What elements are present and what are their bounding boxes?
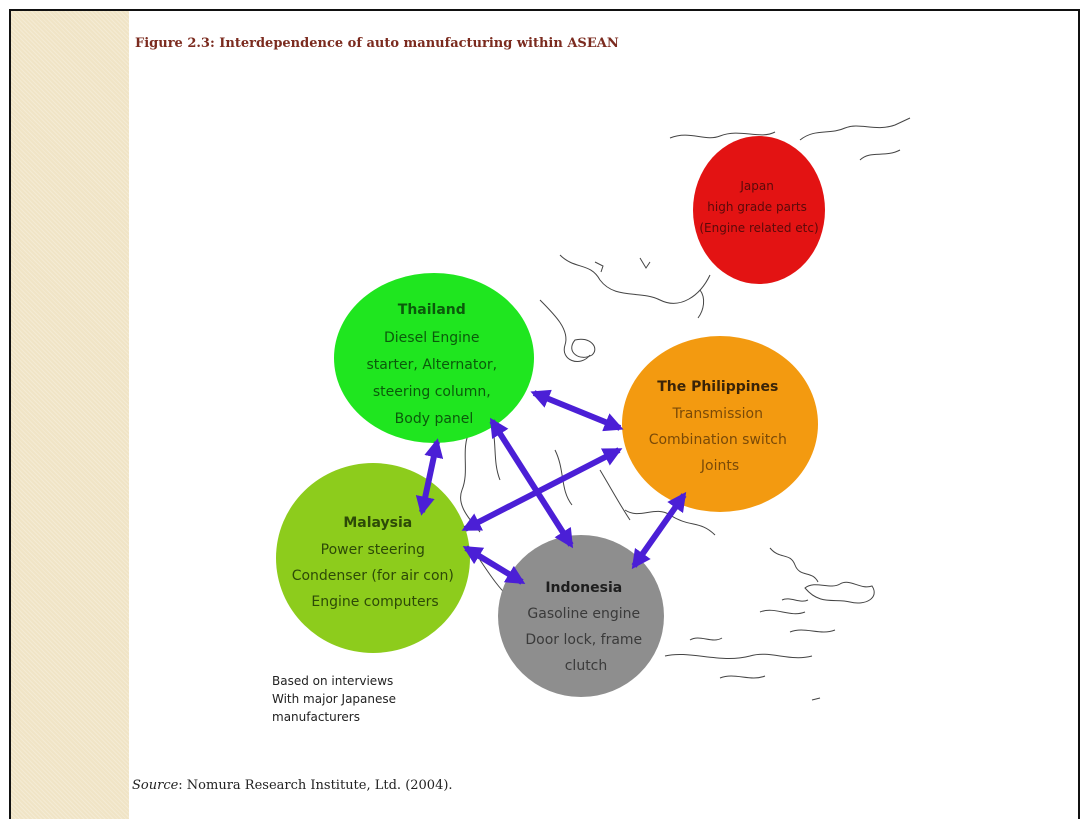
japan-name: Japan — [739, 179, 773, 193]
arrow-malaysia-indonesia — [462, 545, 526, 585]
source-line: Source: Nomura Research Institute, Ltd. … — [132, 778, 453, 793]
malaysia-node: Malaysia Power steering Condenser (for a… — [276, 463, 470, 653]
japan-line1: high grade parts — [707, 200, 807, 214]
philippines-node: The Philippines Transmission Combination… — [622, 336, 818, 512]
malaysia-circle — [276, 463, 470, 653]
japan-line2: (Engine related etc) — [699, 221, 818, 235]
indonesia-circle — [498, 535, 664, 697]
figure-caption: Figure 2.3: Interdependence of auto manu… — [135, 36, 619, 51]
indonesia-line3: clutch — [565, 658, 608, 674]
interview-note: Based on interviews With major Japanese … — [272, 672, 396, 726]
thailand-line2: starter, Alternator, — [366, 357, 497, 373]
malaysia-line1: Power steering — [321, 542, 425, 558]
malaysia-line3: Engine computers — [311, 594, 438, 610]
thailand-name: Thailand — [398, 302, 466, 318]
svg-text:Japan high grade parts: Japan high grade parts (Engine related e… — [699, 179, 818, 235]
margin-strip — [11, 11, 129, 819]
thailand-line4: Body panel — [395, 411, 474, 427]
source-label: Source — [132, 778, 179, 793]
japan-circle — [693, 136, 825, 284]
philippines-circle — [622, 336, 818, 512]
indonesia-node: Indonesia Gasoline engine Door lock, fra… — [498, 535, 664, 697]
indonesia-name: Indonesia — [545, 580, 622, 596]
malaysia-line2: Condenser (for air con) — [292, 568, 454, 584]
trade-arrows — [415, 389, 687, 585]
thailand-node: Thailand Diesel Engine starter, Alternat… — [334, 273, 534, 443]
malaysia-name: Malaysia — [343, 515, 412, 531]
philippines-line1: Transmission — [672, 406, 763, 422]
note-line3: manufacturers — [272, 710, 360, 724]
arrow-philippines-indonesia — [631, 491, 687, 570]
svg-text:Thailand Diesel Engine: Thailand Diesel Engine starter, Alternat… — [366, 302, 501, 427]
svg-text:Malaysia Power steering: Malaysia Power steering Condenser (for a… — [292, 515, 459, 610]
note-line1: Based on interviews — [272, 674, 394, 688]
indonesia-line2: Door lock, frame — [525, 632, 642, 648]
thailand-line1: Diesel Engine — [384, 330, 480, 346]
note-line2: With major Japanese — [272, 692, 397, 706]
arrow-thailand-malaysia — [415, 438, 444, 516]
thailand-line3: steering column, — [373, 384, 491, 400]
arrow-thailand-philippines — [530, 389, 624, 432]
philippines-line3: Joints — [700, 458, 739, 474]
philippines-name: The Philippines — [657, 379, 778, 395]
japan-node: Japan high grade parts (Engine related e… — [693, 136, 825, 284]
arrow-philippines-malaysia — [461, 447, 623, 532]
indonesia-line1: Gasoline engine — [527, 606, 640, 622]
philippines-line2: Combination switch — [649, 432, 787, 448]
svg-text:Indonesia Gasoline engin: Indonesia Gasoline engine Door lock, fra… — [525, 580, 646, 674]
svg-text:The Philippines Transmis: The Philippines Transmission Combination… — [649, 379, 792, 474]
source-text: : Nomura Research Institute, Ltd. (2004)… — [178, 778, 453, 793]
thailand-circle — [334, 273, 534, 443]
map-outline — [460, 117, 911, 701]
